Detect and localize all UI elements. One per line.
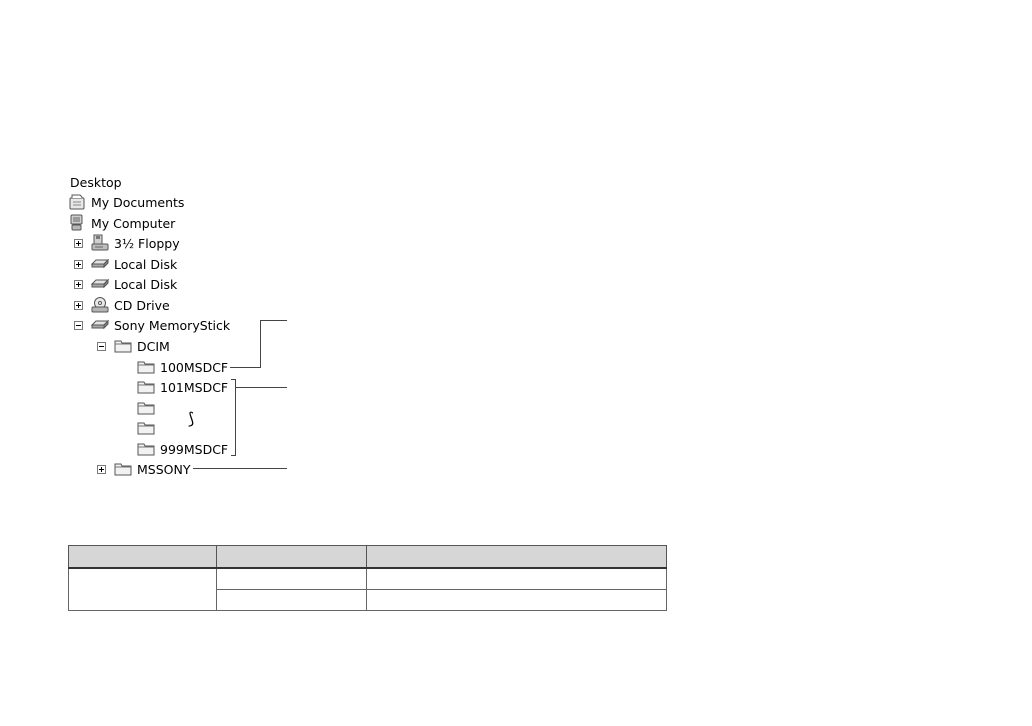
cd-drive-icon <box>91 296 109 314</box>
tree-label: DCIM <box>137 338 170 354</box>
hard-disk-icon <box>91 255 109 273</box>
documents-icon <box>68 193 86 211</box>
tree-label: 101MSDCF <box>160 379 229 395</box>
folder-icon <box>114 460 132 478</box>
tree-label: My Computer <box>91 215 176 231</box>
table-header-row <box>68 545 667 569</box>
tree-label: 999MSDCF <box>160 441 229 457</box>
tree-item-my-computer[interactable]: My Computer <box>68 213 175 233</box>
tree-item-cd-drive[interactable]: CD Drive <box>91 295 170 315</box>
collapse-dcim-toggle[interactable] <box>97 342 106 351</box>
tree-item-my-documents[interactable]: My Documents <box>68 192 184 212</box>
tree-label: 3½ Floppy <box>114 235 180 251</box>
tree-item-folder-unnamed-1[interactable] <box>137 398 160 418</box>
hard-disk-icon <box>91 275 109 293</box>
tree-label: Desktop <box>70 174 122 190</box>
table-header-cell <box>366 545 667 569</box>
callout-bracket-101-999 <box>231 379 236 456</box>
tree-label: Sony MemoryStick <box>114 317 231 333</box>
tree-item-mssony[interactable]: MSSONY <box>114 459 190 479</box>
tree-item-dcim[interactable]: DCIM <box>114 336 170 356</box>
callout-100msdcf <box>230 320 287 368</box>
table-cell <box>216 589 367 611</box>
tree-label: CD Drive <box>114 297 170 313</box>
tree-label: 100MSDCF <box>160 359 229 375</box>
table-cell <box>366 567 667 590</box>
table-cell <box>366 589 667 611</box>
table-cell <box>68 567 217 611</box>
tree-item-100msdcf[interactable]: 100MSDCF <box>137 357 228 377</box>
computer-icon <box>68 214 86 232</box>
table-header-cell <box>68 545 217 569</box>
tree-item-memory-stick[interactable]: Sony MemoryStick <box>91 315 230 335</box>
expand-local-disk-2-toggle[interactable] <box>74 280 83 289</box>
expand-mssony-toggle[interactable] <box>97 465 106 474</box>
tree-item-folder-unnamed-2[interactable] <box>137 418 160 438</box>
expand-floppy-toggle[interactable] <box>74 239 83 248</box>
tree-item-999msdcf[interactable]: 999MSDCF <box>137 439 228 459</box>
folder-icon <box>137 419 155 437</box>
tree-item-floppy[interactable]: 3½ Floppy <box>91 233 180 253</box>
folder-icon <box>137 358 155 376</box>
table-header-cell <box>216 545 367 569</box>
folder-icon <box>137 440 155 458</box>
memory-stick-icon <box>91 316 109 334</box>
table-row <box>69 589 667 611</box>
info-table <box>68 545 667 611</box>
tree-item-local-disk-2[interactable]: Local Disk <box>91 274 177 294</box>
expand-local-disk-1-toggle[interactable] <box>74 260 83 269</box>
tree-label: Local Disk <box>114 256 178 272</box>
folder-icon <box>137 378 155 396</box>
floppy-drive-icon <box>91 234 109 252</box>
expand-cd-drive-toggle[interactable] <box>74 301 83 310</box>
collapse-memory-stick-toggle[interactable] <box>74 321 83 330</box>
tree-item-local-disk-1[interactable]: Local Disk <box>91 254 177 274</box>
tree-item-101msdcf[interactable]: 101MSDCF <box>137 377 228 397</box>
table-row <box>68 567 667 611</box>
tree-label: My Documents <box>91 194 185 210</box>
folder-icon <box>137 399 155 417</box>
folder-icon <box>114 337 132 355</box>
tree-label: MSSONY <box>137 461 191 477</box>
ellipsis-mark: ⟆ <box>188 408 195 428</box>
table-cell <box>216 567 367 590</box>
tree-item-desktop[interactable]: Desktop <box>70 172 122 192</box>
tree-label: Local Disk <box>114 276 178 292</box>
